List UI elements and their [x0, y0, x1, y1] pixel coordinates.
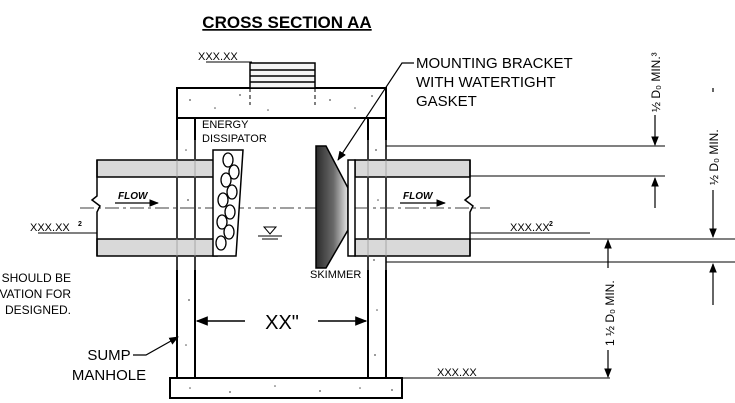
- extension-lines: [386, 145, 735, 263]
- top-clearance-dimension: ½ D₀ MIN.³: [649, 52, 663, 208]
- skimmer-label: SKIMMER: [310, 269, 361, 281]
- outlet-elevation-footnote: 2: [549, 221, 553, 228]
- sump-manhole-line1: SUMP: [87, 347, 130, 364]
- sump-manhole-callout: SUMP MANHOLE: [72, 336, 179, 384]
- manhole-frame-grate: [249, 62, 316, 89]
- concrete-speckle: [183, 94, 393, 393]
- flow-arrow-right: FLOW: [400, 191, 446, 207]
- inlet-elevation-footnote: 2: [78, 221, 82, 228]
- top-elevation-label: XXX.XX: [198, 51, 238, 63]
- flow-arrow-left: FLOW: [115, 191, 159, 207]
- inlet-elevation-label: XXX.XX: [30, 222, 70, 234]
- bottom-elevation-label: XXX.XX: [437, 367, 477, 379]
- interior-width-dimension: XX": [195, 312, 368, 334]
- outlet-pipe: [354, 159, 474, 257]
- mounting-bracket-line2: WITH WATERTIGHT: [416, 74, 556, 91]
- section-title: CROSS SECTION AA: [202, 13, 371, 32]
- outlet-elevation-label: XXX.XX: [510, 222, 550, 234]
- sump-depth-label: 1 ½ D₀ MIN.: [603, 280, 617, 346]
- pipe-dia-label: ½ D₀ MIN.: [707, 129, 721, 185]
- wall-penetration-lines: [176, 140, 387, 270]
- sump-manhole-line2: MANHOLE: [72, 367, 146, 384]
- energy-dissipator-label-1: ENERGY: [202, 119, 249, 131]
- flow-label-left: FLOW: [118, 191, 149, 202]
- note-line1: SHOULD BE: [2, 271, 71, 285]
- sump-depth-dimension: 1 ½ D₀ MIN.: [603, 239, 617, 378]
- interior-width-label: XX": [265, 312, 299, 334]
- top-clearance-label: ½ D₀ MIN.³: [649, 52, 663, 112]
- skimmer: [315, 145, 356, 269]
- energy-dissipator-label-2: DISSIPATOR: [202, 133, 267, 145]
- water-surface-symbol: [258, 226, 282, 240]
- note-line3: DESIGNED.: [5, 303, 71, 317]
- mounting-bracket-line3: GASKET: [416, 93, 477, 110]
- mounting-bracket-line1: MOUNTING BRACKET: [416, 55, 573, 72]
- riser-hidden-lines: [249, 88, 316, 105]
- pipe-dia-dimension: ½ D₀ MIN.: [707, 88, 721, 238]
- energy-dissipator: [212, 149, 244, 257]
- note-line2: VATION FOR: [0, 287, 71, 301]
- mounting-bracket-callout: MOUNTING BRACKET WITH WATERTIGHT GASKET: [337, 55, 573, 161]
- flow-label-right: FLOW: [403, 191, 434, 202]
